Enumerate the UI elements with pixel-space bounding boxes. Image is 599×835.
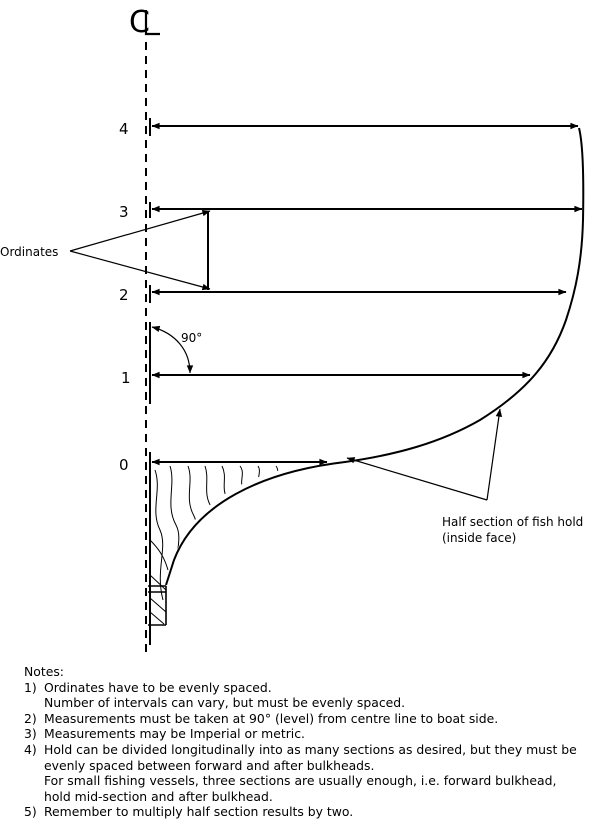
ordinate-label-3: 3	[119, 203, 129, 221]
notes-title: Notes:	[24, 664, 64, 679]
note-line: evenly spaced between forward and after …	[44, 757, 375, 773]
note-3: 3) Measurements may be Imperial or metri…	[24, 726, 594, 742]
ordinate-label-0: 0	[119, 456, 129, 474]
note-2: 2) Measurements must be taken at 90° (le…	[24, 711, 594, 727]
ordinate-arrows	[151, 122, 583, 466]
angle-label: 90°	[181, 331, 202, 345]
note-line: Hold can be divided longitudinally into …	[44, 741, 577, 757]
wood-section	[149, 465, 280, 625]
note-line: hold mid-section and after bulkhead.	[44, 788, 273, 804]
note-line: Number of intervals can vary, but must b…	[44, 695, 406, 711]
note-line: For small fishing vessels, three section…	[44, 773, 557, 789]
note-number: 3)	[24, 726, 37, 742]
ordinate-label-1: 1	[121, 369, 131, 387]
note-1: 1) Ordinates have to be evenly spaced. N…	[24, 680, 594, 711]
note-line: Measurements must be taken at 90° (level…	[44, 710, 499, 726]
note-4: 4) Hold can be divided longitudinally in…	[24, 742, 594, 804]
note-number: 1)	[24, 679, 37, 695]
hull-label-line2: (inside face)	[442, 531, 516, 545]
centerline-symbol: C	[129, 5, 160, 40]
note-line: Measurements may be Imperial or metric.	[44, 726, 305, 742]
hull-label-line1: Half section of fish hold	[442, 515, 583, 529]
fish-hold-diagram: C	[0, 5, 585, 652]
ordinate-label-4: 4	[119, 120, 129, 138]
centerline-symbol-c: C	[129, 5, 150, 40]
ordinates-leaders	[69, 210, 211, 291]
wood-block	[148, 585, 167, 626]
hull-curve	[165, 127, 585, 586]
ordinate-label-2: 2	[119, 286, 129, 304]
note-number: 5)	[24, 804, 37, 820]
note-line: Ordinates have to be evenly spaced.	[44, 679, 272, 695]
centerline-symbol-l	[144, 10, 160, 36]
note-line: Remember to multiply half section result…	[44, 804, 354, 820]
note-number: 4)	[24, 741, 37, 757]
note-5: 5) Remember to multiply half section res…	[24, 804, 594, 820]
note-number: 2)	[24, 710, 37, 726]
hull-leaders	[346, 408, 503, 501]
ordinates-label: Ordinates	[0, 245, 58, 259]
notes-section: Notes: 1) Ordinates have to be evenly sp…	[24, 664, 594, 820]
angle-arc	[151, 325, 194, 374]
